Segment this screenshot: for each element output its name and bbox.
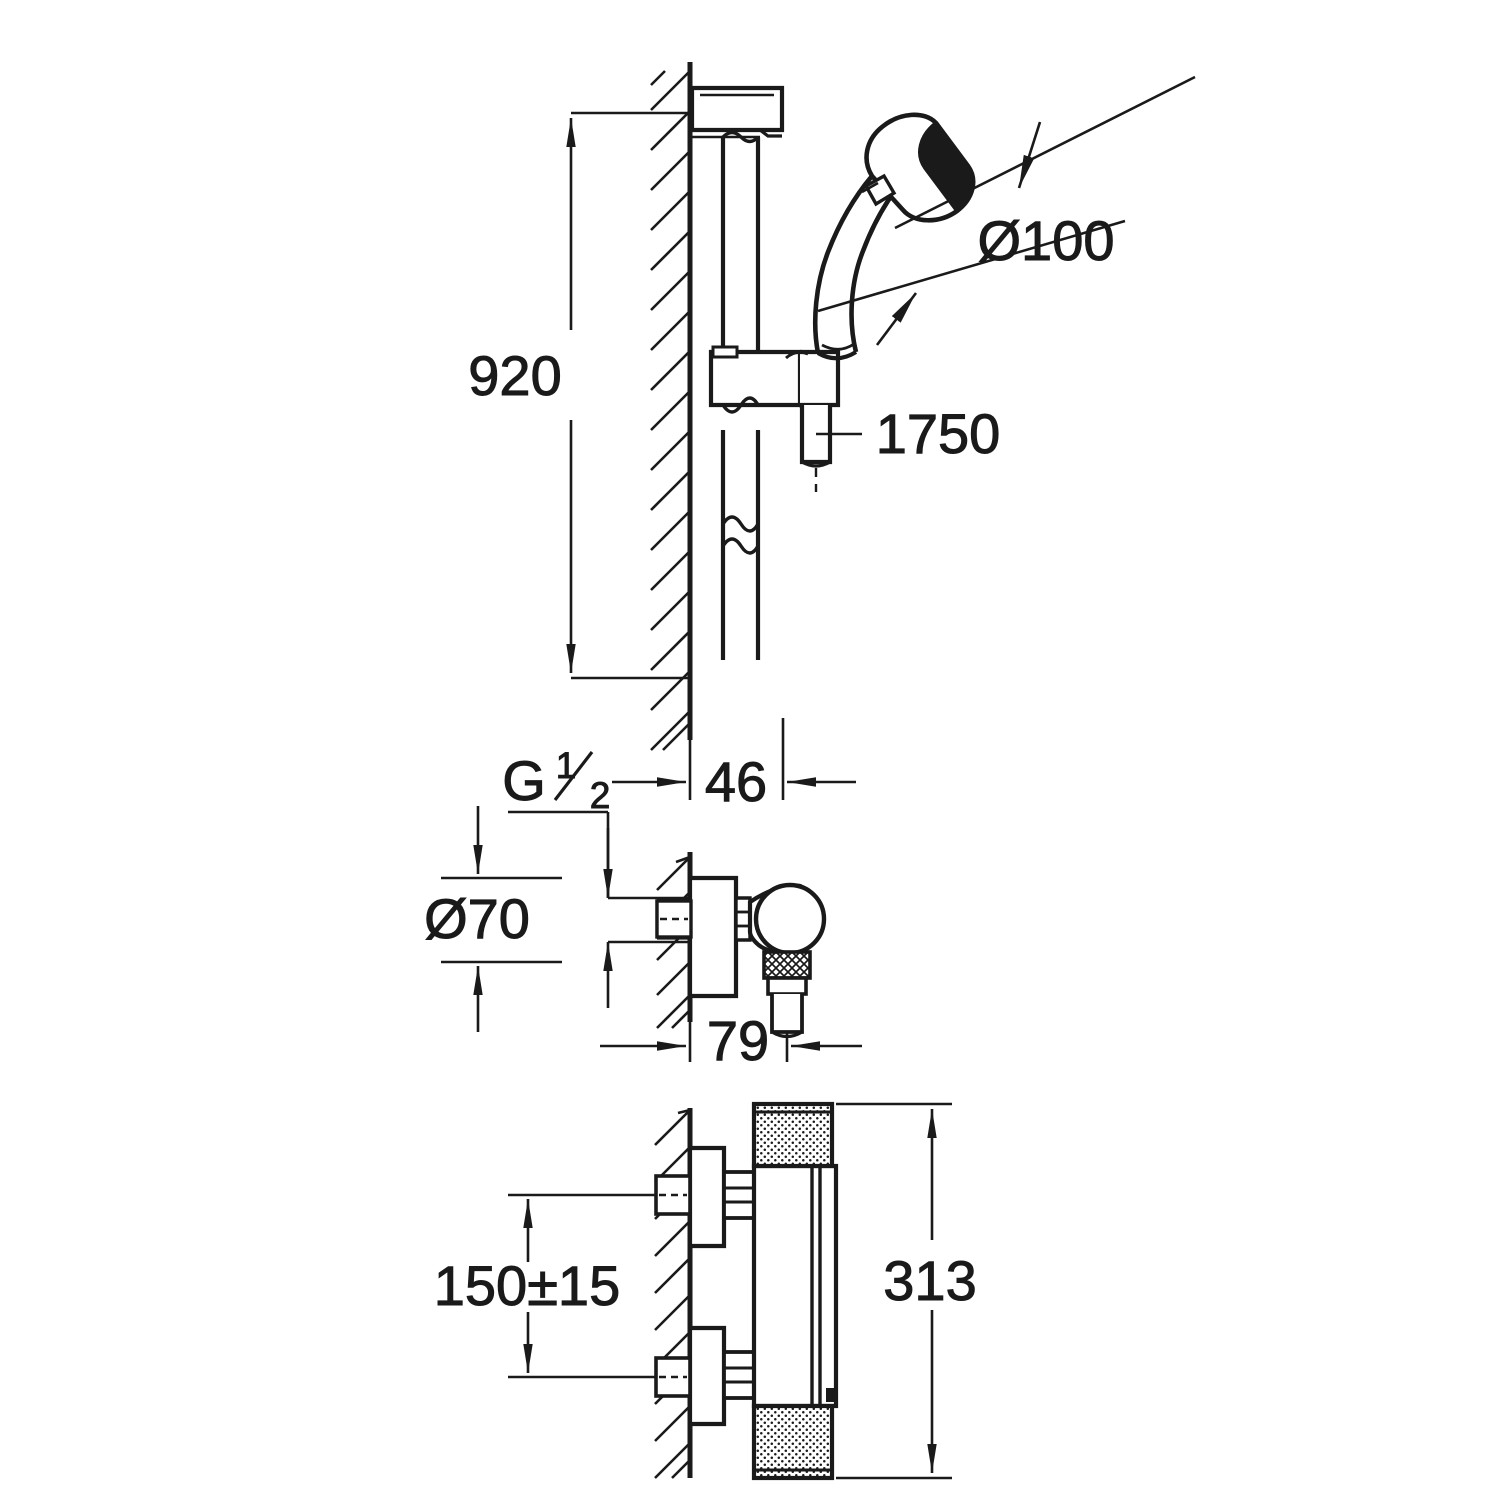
rail-slider-holder	[708, 345, 841, 414]
shower-hose-stub	[799, 405, 833, 468]
shower-rail-view	[650, 62, 976, 751]
dimension-313: 313	[836, 1102, 977, 1480]
thermostat-body	[751, 1163, 839, 1409]
outlet-ring	[753, 882, 827, 956]
dimension-79: 79	[600, 1000, 862, 1073]
dim-label-79: 79	[707, 1009, 769, 1072]
thermostat-view	[654, 1101, 839, 1481]
dimension-g-half: G 1 2	[502, 745, 690, 1008]
dimension-d100: Ø100	[817, 75, 1196, 346]
leader-line-d100-top	[894, 75, 1196, 230]
leader-arrow-d100-bottom	[875, 292, 918, 346]
dim-label-150: 150±15	[434, 1254, 620, 1317]
hand-shower	[812, 112, 976, 361]
rail-top-bracket	[689, 85, 785, 139]
dim-label-g-letter: G	[502, 749, 546, 812]
dim-label-d100: Ø100	[978, 209, 1115, 272]
thermostat-upper-union	[654, 1145, 727, 1249]
dim-label-g-numerator: 1	[556, 745, 577, 786]
thermostat-lower-union	[654, 1325, 727, 1427]
dimension-1750: 1750	[816, 402, 1001, 466]
wall-union-view	[655, 852, 827, 1039]
dimension-920: 920	[468, 111, 690, 680]
dimension-150: 150±15	[433, 1193, 656, 1379]
dim-label-46: 46	[705, 750, 767, 813]
shower-rail-tube	[720, 130, 761, 660]
thermostat-lower-handle	[751, 1403, 835, 1481]
fraction-slash	[553, 751, 594, 801]
hose-collar	[762, 950, 812, 1039]
upper-union-nut	[722, 1170, 756, 1220]
wall-hatching	[650, 70, 691, 751]
leader-arrow-d100-top	[1017, 121, 1042, 189]
dim-label-1750: 1750	[876, 402, 1001, 465]
lower-union-nut	[722, 1350, 756, 1400]
dimension-46: 46	[612, 718, 856, 814]
wall-nipple	[655, 898, 693, 940]
thermostat-upper-handle	[751, 1101, 835, 1169]
dim-label-313: 313	[883, 1249, 976, 1312]
dim-label-g-denominator: 2	[590, 775, 611, 816]
dim-label-d70: Ø70	[424, 887, 530, 950]
wall-hatching-3	[654, 1108, 691, 1479]
leader-line-d100-bottom	[817, 219, 1126, 313]
escutcheon	[687, 875, 739, 999]
dimension-d70: Ø70	[424, 806, 562, 1032]
dim-label-920: 920	[468, 344, 561, 407]
